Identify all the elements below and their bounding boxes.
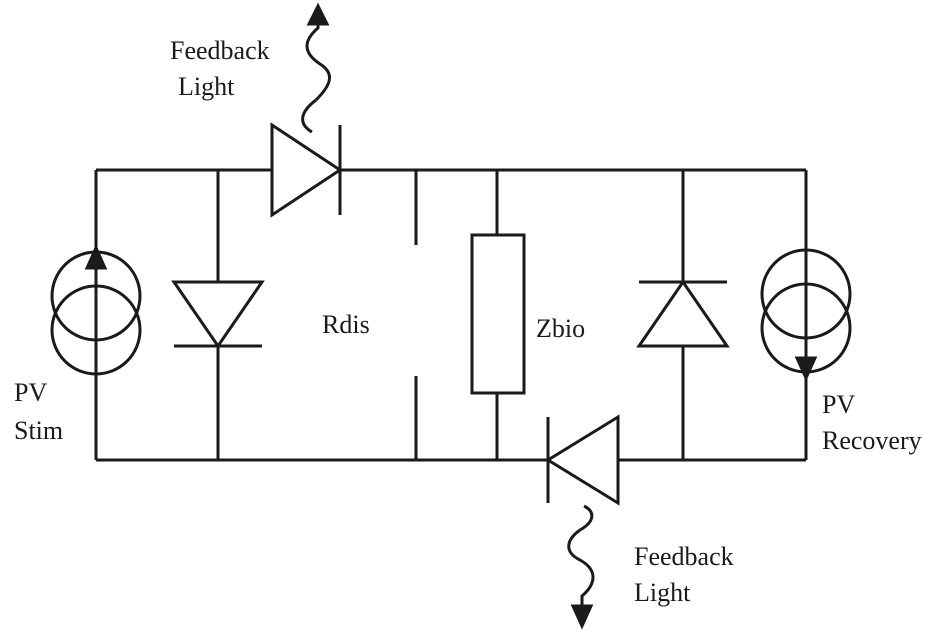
right-diode: [636, 170, 730, 460]
top-feedback-light-wave: [301, 2, 331, 134]
feedback-bottom-label-line2: Light: [634, 578, 691, 607]
feedback-bottom-label-line1: Feedback: [634, 542, 734, 571]
feedback-top-label-line2: Light: [178, 72, 235, 101]
pv-stim-label-line1: PV: [14, 378, 48, 407]
pv-recovery-label-line2: Recovery: [822, 426, 922, 455]
top-feedback-diode: [270, 122, 343, 218]
left-diode: [171, 170, 265, 460]
zbio-label: Zbio: [536, 314, 586, 343]
rdis-resistor: [414, 170, 418, 460]
zbio-impedance: [470, 170, 526, 460]
pv-recovery-current-source: [760, 170, 852, 460]
bottom-feedback-diode: [545, 414, 620, 506]
feedback-top-label-line1: Feedback: [170, 36, 270, 65]
pv-recovery-label-line1: PV: [822, 390, 856, 419]
rdis-label: Rdis: [322, 310, 370, 339]
bottom-feedback-light-wave: [567, 504, 595, 630]
pv-stim-current-source: [50, 170, 142, 460]
pv-stim-label-line2: Stim: [14, 416, 64, 445]
